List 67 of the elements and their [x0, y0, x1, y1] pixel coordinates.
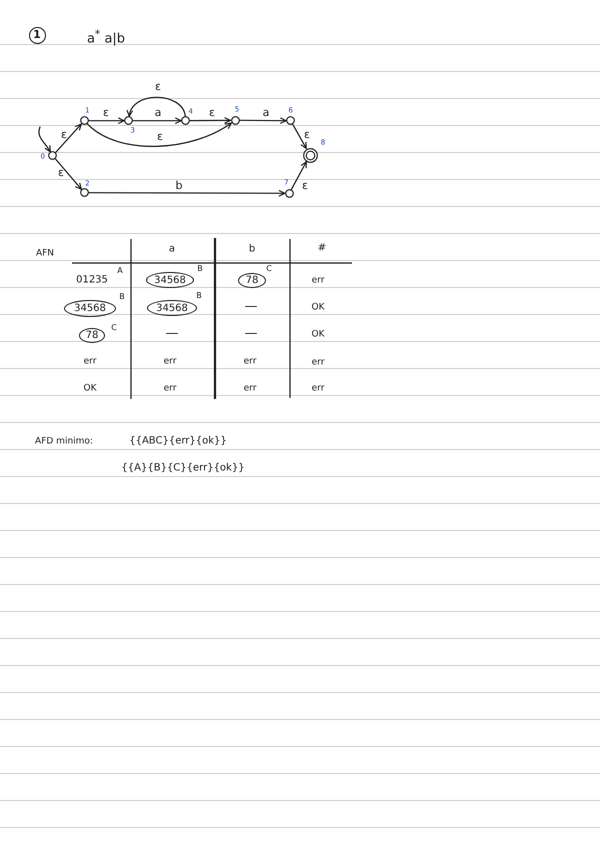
arrow — [132, 117, 182, 124]
accepting-state-circle — [302, 148, 318, 162]
dash-mark: — — [244, 327, 258, 341]
edge-label: a — [154, 107, 162, 119]
arrow — [128, 96, 186, 117]
row-header: 01235 — [76, 274, 108, 286]
partition-set: {{ABC}{err}{ok}} — [129, 436, 227, 446]
partition-set: {{A}{B}{C}{err}{ok}} — [121, 462, 245, 474]
state-circle — [124, 116, 134, 126]
arrow — [55, 123, 82, 153]
state-letter: B — [196, 292, 202, 300]
column-header: b — [248, 244, 256, 254]
arrow — [88, 117, 125, 124]
state-circle — [80, 116, 89, 126]
state-circle — [181, 116, 190, 126]
dash-mark: — — [244, 300, 258, 314]
edge-label: ε — [155, 81, 161, 93]
dash-mark: — — [166, 327, 178, 341]
edge-label: a — [262, 107, 270, 119]
state-circle — [286, 116, 296, 126]
state-letter: B — [197, 265, 203, 273]
circled-state-set: 34568 — [146, 272, 194, 288]
column-header: # — [318, 242, 326, 254]
edge-label: b — [176, 180, 182, 192]
circled-state-set: 34568 — [64, 300, 116, 316]
table-entry: OK — [312, 330, 324, 340]
state-letter: B — [119, 293, 125, 301]
state-circle — [48, 151, 58, 160]
state-circle — [230, 116, 240, 125]
state-letter: A — [117, 267, 123, 275]
row-header: OK — [84, 384, 96, 394]
state-circle — [284, 188, 294, 198]
table-entry: err — [164, 384, 176, 394]
regular-expression: a$^{*}$ a|b — [86, 27, 126, 47]
table-title: AFN — [36, 250, 54, 258]
row-header: err — [84, 358, 96, 366]
arrow — [238, 117, 287, 124]
edge-label: ε — [58, 167, 64, 179]
arrow — [86, 122, 232, 147]
column-header: a — [168, 244, 176, 254]
edge-label: ε — [304, 129, 310, 141]
table-entry: err — [244, 384, 256, 394]
table-entry: err — [312, 358, 324, 368]
table-entry: err — [312, 276, 324, 286]
edge-label: ε — [157, 131, 163, 143]
circled-state-set: 34568 — [147, 300, 197, 316]
arrow — [290, 161, 308, 190]
state-letter: C — [111, 324, 117, 332]
circled-number: 1 — [28, 26, 46, 44]
table-entry: OK — [312, 304, 324, 312]
state-letter: C — [266, 265, 272, 273]
state-circle — [80, 188, 89, 198]
edge-label: ε — [209, 107, 215, 119]
table-entry: err — [312, 384, 324, 394]
circled-state-set: 78 — [238, 272, 266, 288]
arrow — [190, 117, 232, 124]
edge-label: ε — [103, 107, 109, 119]
edge-label: ε — [61, 129, 67, 141]
table-entry: err — [244, 358, 256, 366]
edge-label: ε — [302, 180, 308, 192]
arrow — [88, 190, 286, 197]
start-arrow — [38, 126, 51, 152]
section-label: AFD minimo: — [35, 438, 93, 446]
table-entry: err — [164, 358, 176, 366]
arrow — [292, 124, 307, 150]
circled-state-set: 78 — [79, 328, 105, 342]
arrow — [55, 158, 82, 190]
